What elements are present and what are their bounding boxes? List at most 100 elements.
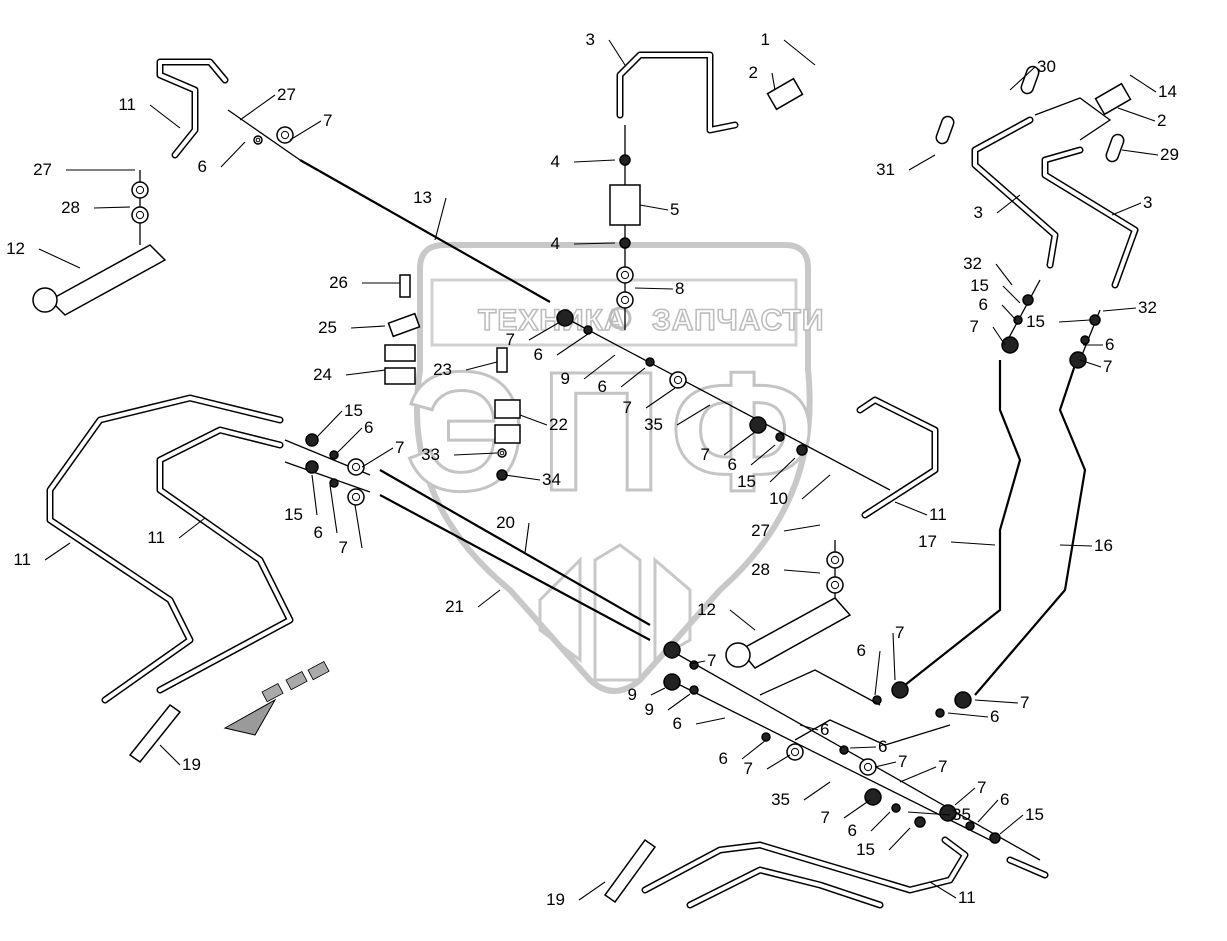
callout-leader [849,746,877,749]
callout-label: 5 [670,200,679,219]
callout-11c: 11 [13,542,71,569]
fitting-35 [891,681,909,699]
cylinder-12-right [738,597,852,669]
callout-leader [578,881,606,901]
callout-3c: 3 [1111,193,1152,216]
callout-label: 29 [1160,145,1179,164]
callout-label: 3 [974,203,983,222]
callout-15a: 15 [737,457,796,491]
callout-leader [350,325,386,329]
callout-label: 6 [820,720,829,739]
callout-label: 4 [551,152,560,171]
callout-22: 22 [519,414,568,434]
callout-leader [434,197,447,241]
callout-leader [1079,359,1102,368]
callout-label: 3 [1143,193,1152,212]
callout-15c: 15 [1026,312,1091,331]
hose-11-bottom-a [643,838,967,892]
fitting-19 [761,732,771,742]
callout-label: 19 [546,890,565,909]
callout-leader [465,361,498,371]
axis-bottom-a [669,649,1041,861]
callout-leader [453,452,498,456]
callout-label: 27 [33,160,52,179]
callout-label: 25 [318,318,337,337]
callout-leader [583,354,616,380]
callout-label: 11 [118,95,136,114]
callout-leader [620,367,646,388]
callout-label: 6 [364,418,373,437]
callout-7f: 7 [1079,357,1112,376]
callout-leader [634,287,674,290]
callout-9c: 9 [645,693,691,719]
callout-3b: 3 [974,194,1021,222]
callout-6b: 6 [534,333,589,364]
callout-leader [803,781,831,801]
callout-label: 7 [1103,357,1112,376]
callout-leader [573,242,616,245]
callout-label: 6 [1105,335,1114,354]
callout-leader [1001,304,1017,321]
callout-label: 35 [644,415,663,434]
callout-leader [870,811,891,832]
callout-leader [573,159,616,163]
callout-label: 20 [496,513,515,532]
callout-label: 33 [421,445,440,464]
callout-7j: 7 [974,693,1029,712]
fitting-21 [839,745,849,755]
callout-11d: 11 [147,517,206,547]
callout-1: 1 [761,30,816,66]
fitting-6 [749,416,767,434]
watermark-text-left: ТЕХНИКА [478,304,627,337]
callout-6g: 6 [336,418,373,454]
fitting-24 [891,803,901,813]
callout-label: 26 [329,273,348,292]
callout-leader [316,410,343,438]
callout-label: 32 [963,254,982,273]
callout-leader [220,141,246,168]
callout-7k: 7 [689,651,716,670]
fitting-26 [939,804,957,822]
callout-label: 7 [623,398,632,417]
callout-leader [477,589,501,608]
callout-23: 23 [433,360,498,379]
callout-label: 15 [284,505,303,524]
pipe-17 [904,360,1022,686]
fitting-7 [775,432,785,442]
fitting-25 [914,816,926,828]
callout-leader [892,632,896,681]
callout-leader [769,457,796,483]
callout-leader [874,650,881,696]
callout-label: 16 [1094,536,1113,555]
callout-7g: 7 [361,438,404,468]
callout-label: 34 [542,470,561,489]
fitting-17 [663,673,681,691]
callout-6c: 6 [598,367,646,396]
callout-7b: 7 [506,321,561,349]
callout-leader [676,404,711,426]
callout-leader [1059,544,1093,547]
gear-icon [608,306,632,330]
pipe-20 [379,469,651,626]
callout-leader [996,194,1021,214]
callout-10: 10 [769,474,831,508]
callout-leader [44,542,71,561]
callout-15g: 15 [999,805,1044,835]
callout-leader [1009,66,1036,91]
callout-label: 7 [701,445,710,464]
callout-26: 26 [329,273,400,292]
callout-label: 30 [1037,57,1056,76]
callout-label: 7 [970,317,979,336]
callout-31: 31 [876,154,936,179]
callout-label: 2 [749,63,758,82]
callout-leader [361,447,394,468]
callout-label: 12 [6,239,25,258]
watermark-shield [413,242,813,694]
callout-label: 7 [744,759,753,778]
fitting-22-bore [863,762,873,772]
callout-leader [799,724,819,731]
callout-34: 34 [504,470,561,489]
callout-label: 15 [737,472,756,491]
